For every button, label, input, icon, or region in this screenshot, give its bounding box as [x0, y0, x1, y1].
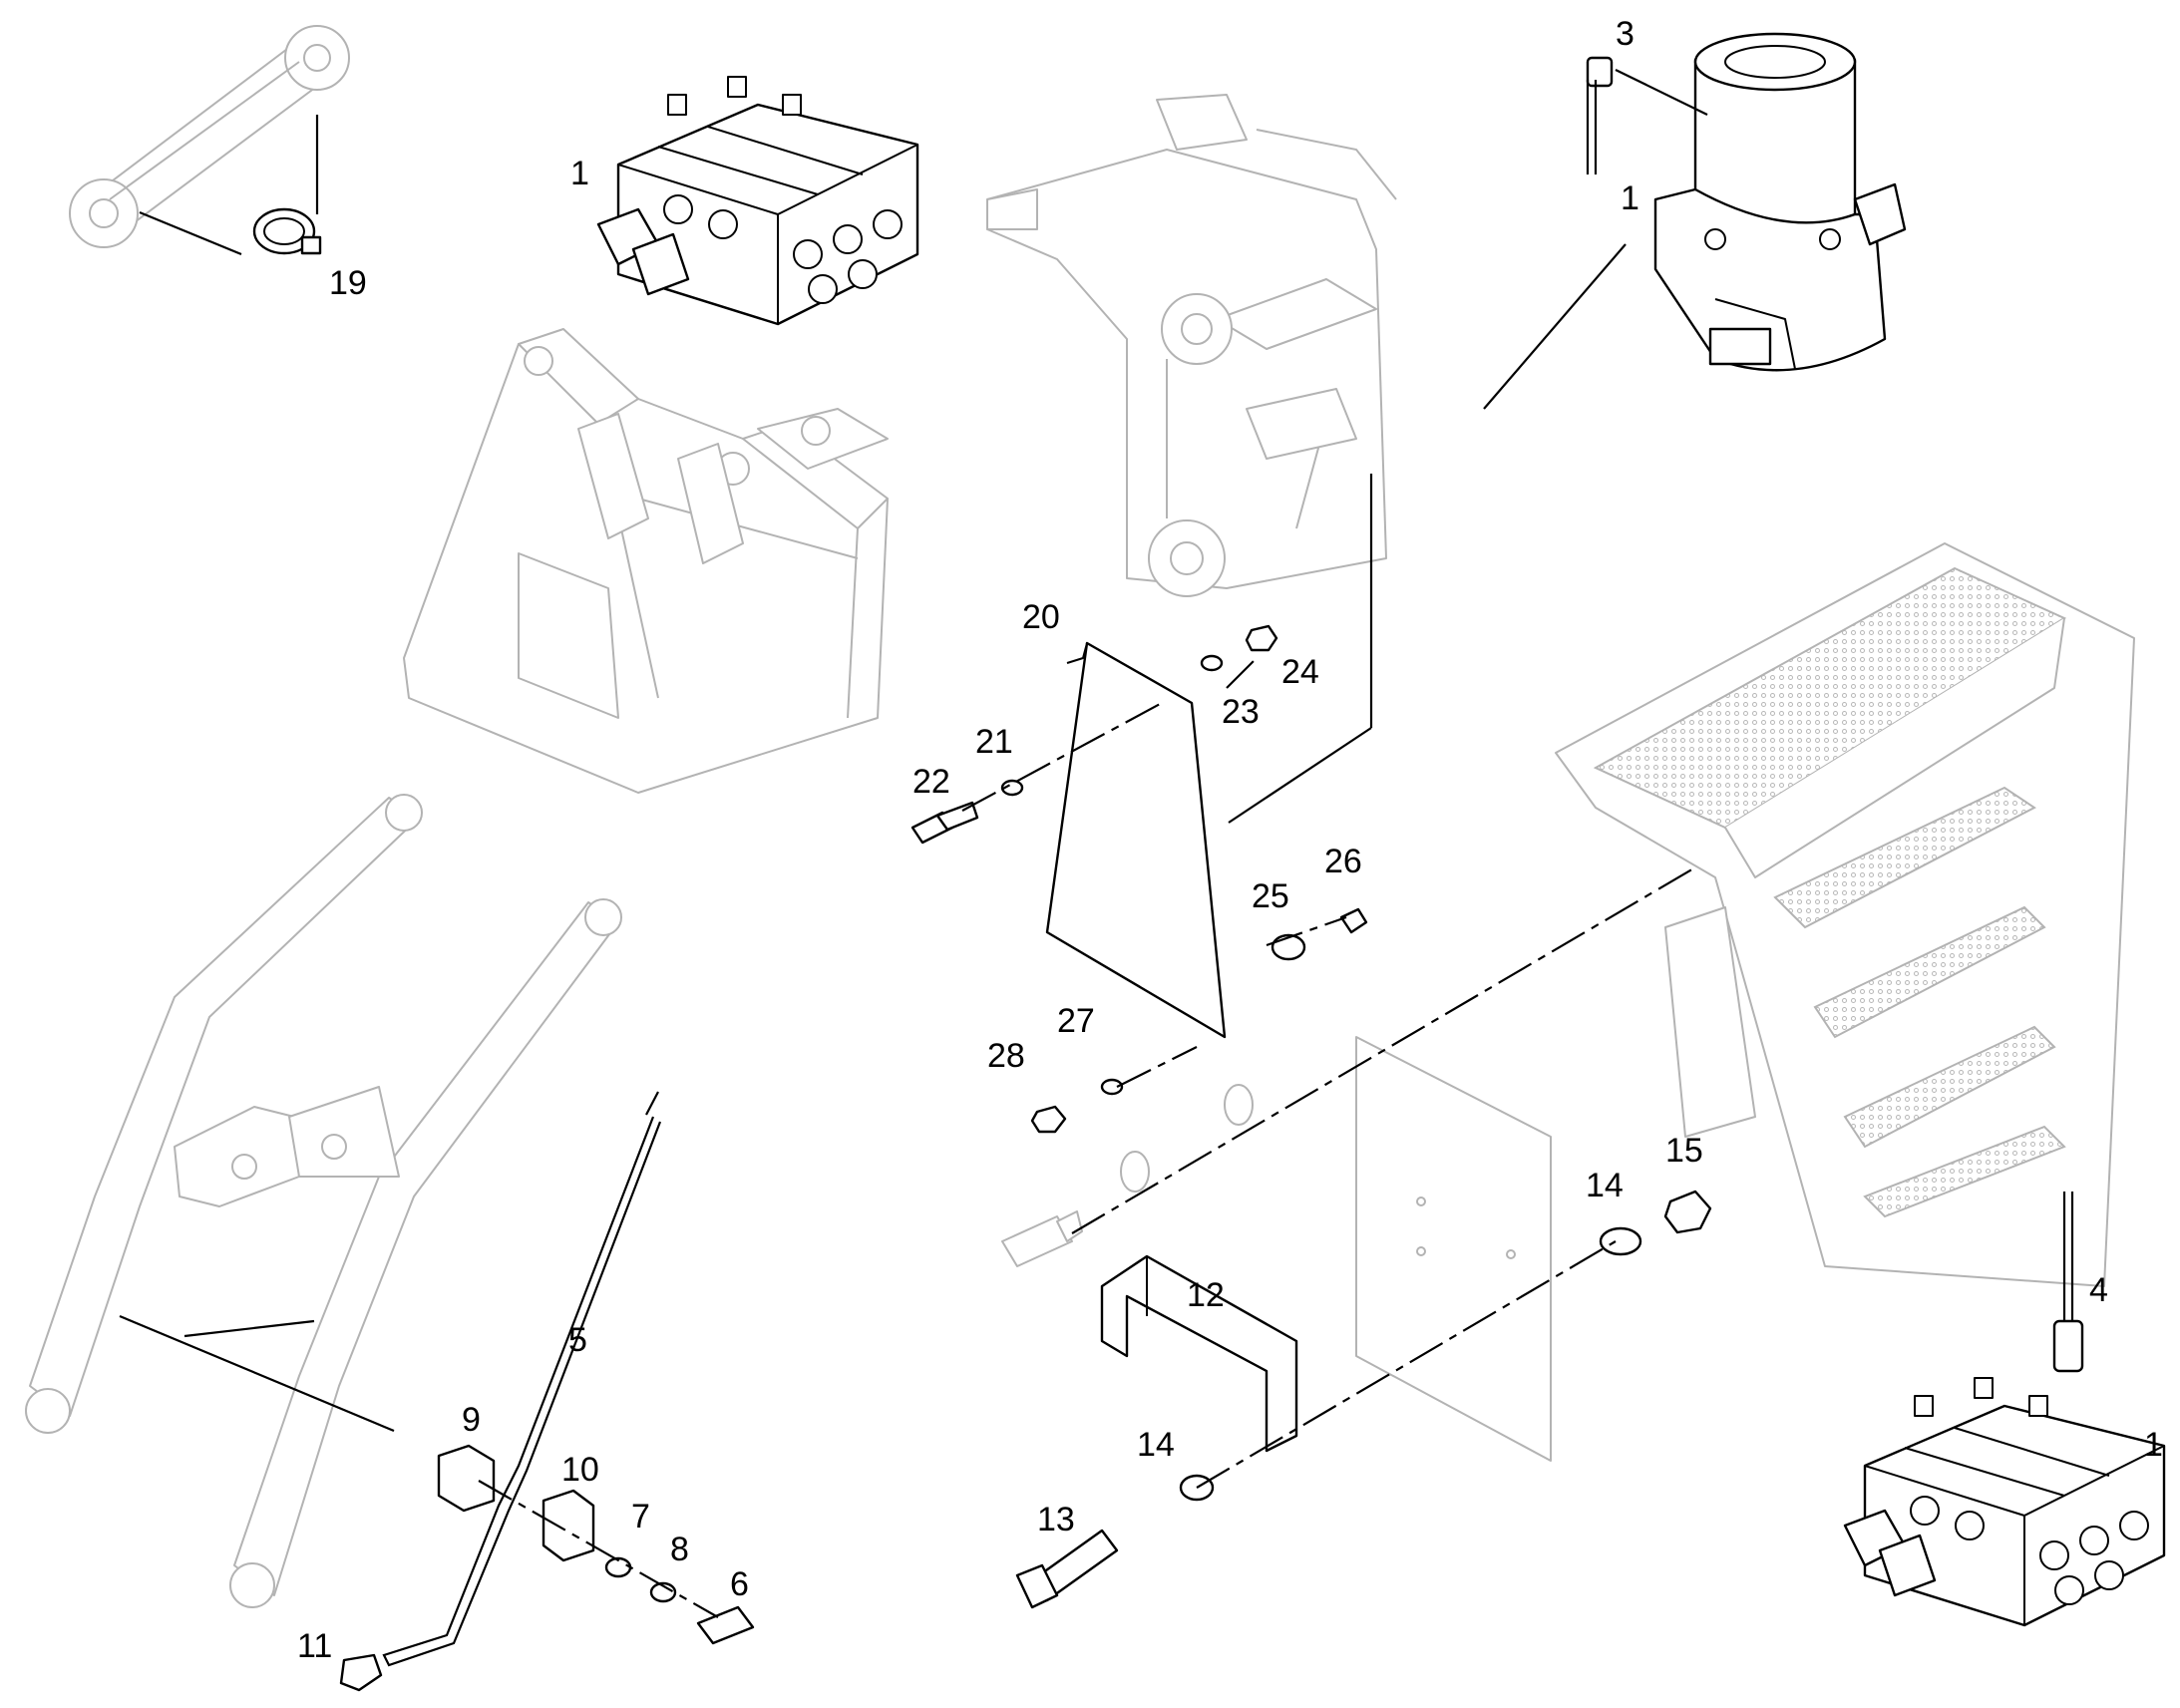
callout-27: 27	[1057, 1002, 1095, 1040]
callout-labels: 19 1 3 1 20 24 23 21 22 26 25 27 28 15 1…	[297, 15, 2163, 1665]
callout-5: 5	[568, 1321, 587, 1359]
callout-7: 7	[631, 1498, 650, 1536]
lift-arms-ghost	[25, 794, 622, 1608]
callout-23: 23	[1222, 693, 1260, 731]
callout-3: 3	[1616, 15, 1635, 53]
lube-line-5	[339, 1091, 662, 1692]
callout-14-lower: 14	[1137, 1426, 1175, 1464]
callout-8: 8	[670, 1531, 689, 1568]
callout-10: 10	[561, 1451, 599, 1489]
hose-clamp	[252, 207, 322, 255]
callout-15: 15	[1665, 1132, 1703, 1170]
callout-1-top: 1	[570, 155, 589, 192]
callout-20: 20	[1022, 598, 1060, 636]
distributor-block-top	[596, 75, 919, 326]
callout-24: 24	[1281, 653, 1319, 691]
callout-28: 28	[987, 1037, 1025, 1075]
rear-frame-ghost	[986, 94, 1397, 597]
front-frame-ghost	[403, 328, 889, 794]
callout-12: 12	[1187, 1276, 1225, 1314]
callout-9: 9	[462, 1401, 481, 1439]
callout-4: 4	[2089, 1271, 2108, 1309]
callout-11: 11	[297, 1627, 332, 1665]
step-ladder-ghost	[1555, 542, 2135, 1287]
lube-pump	[1653, 32, 1907, 372]
grease-fitting-4	[2052, 1192, 2084, 1373]
callout-14-upper: 14	[1586, 1167, 1624, 1204]
hardware-small	[910, 624, 1368, 1134]
bracket-12	[1100, 1254, 1298, 1453]
mounting-plate-ghost	[1355, 1036, 1552, 1462]
hardware-lower	[437, 1444, 755, 1645]
leader-lines	[119, 69, 1708, 1618]
callout-13: 13	[1037, 1501, 1075, 1538]
ghost-bolt-washers	[1001, 1084, 1254, 1267]
distributor-block-bottom	[1843, 1376, 2166, 1627]
callout-6: 6	[730, 1565, 749, 1603]
callout-26: 26	[1324, 843, 1362, 880]
callout-21: 21	[975, 723, 1013, 761]
grease-fitting-3	[1586, 56, 1614, 174]
bracket-plate-20	[1045, 641, 1227, 1039]
callout-1-bottom: 1	[2144, 1426, 2163, 1464]
callout-1-pump: 1	[1621, 179, 1639, 217]
linkage-arm-ghost	[69, 25, 350, 248]
callout-22: 22	[912, 763, 950, 801]
callout-25: 25	[1252, 877, 1289, 915]
callout-19: 19	[329, 264, 367, 302]
